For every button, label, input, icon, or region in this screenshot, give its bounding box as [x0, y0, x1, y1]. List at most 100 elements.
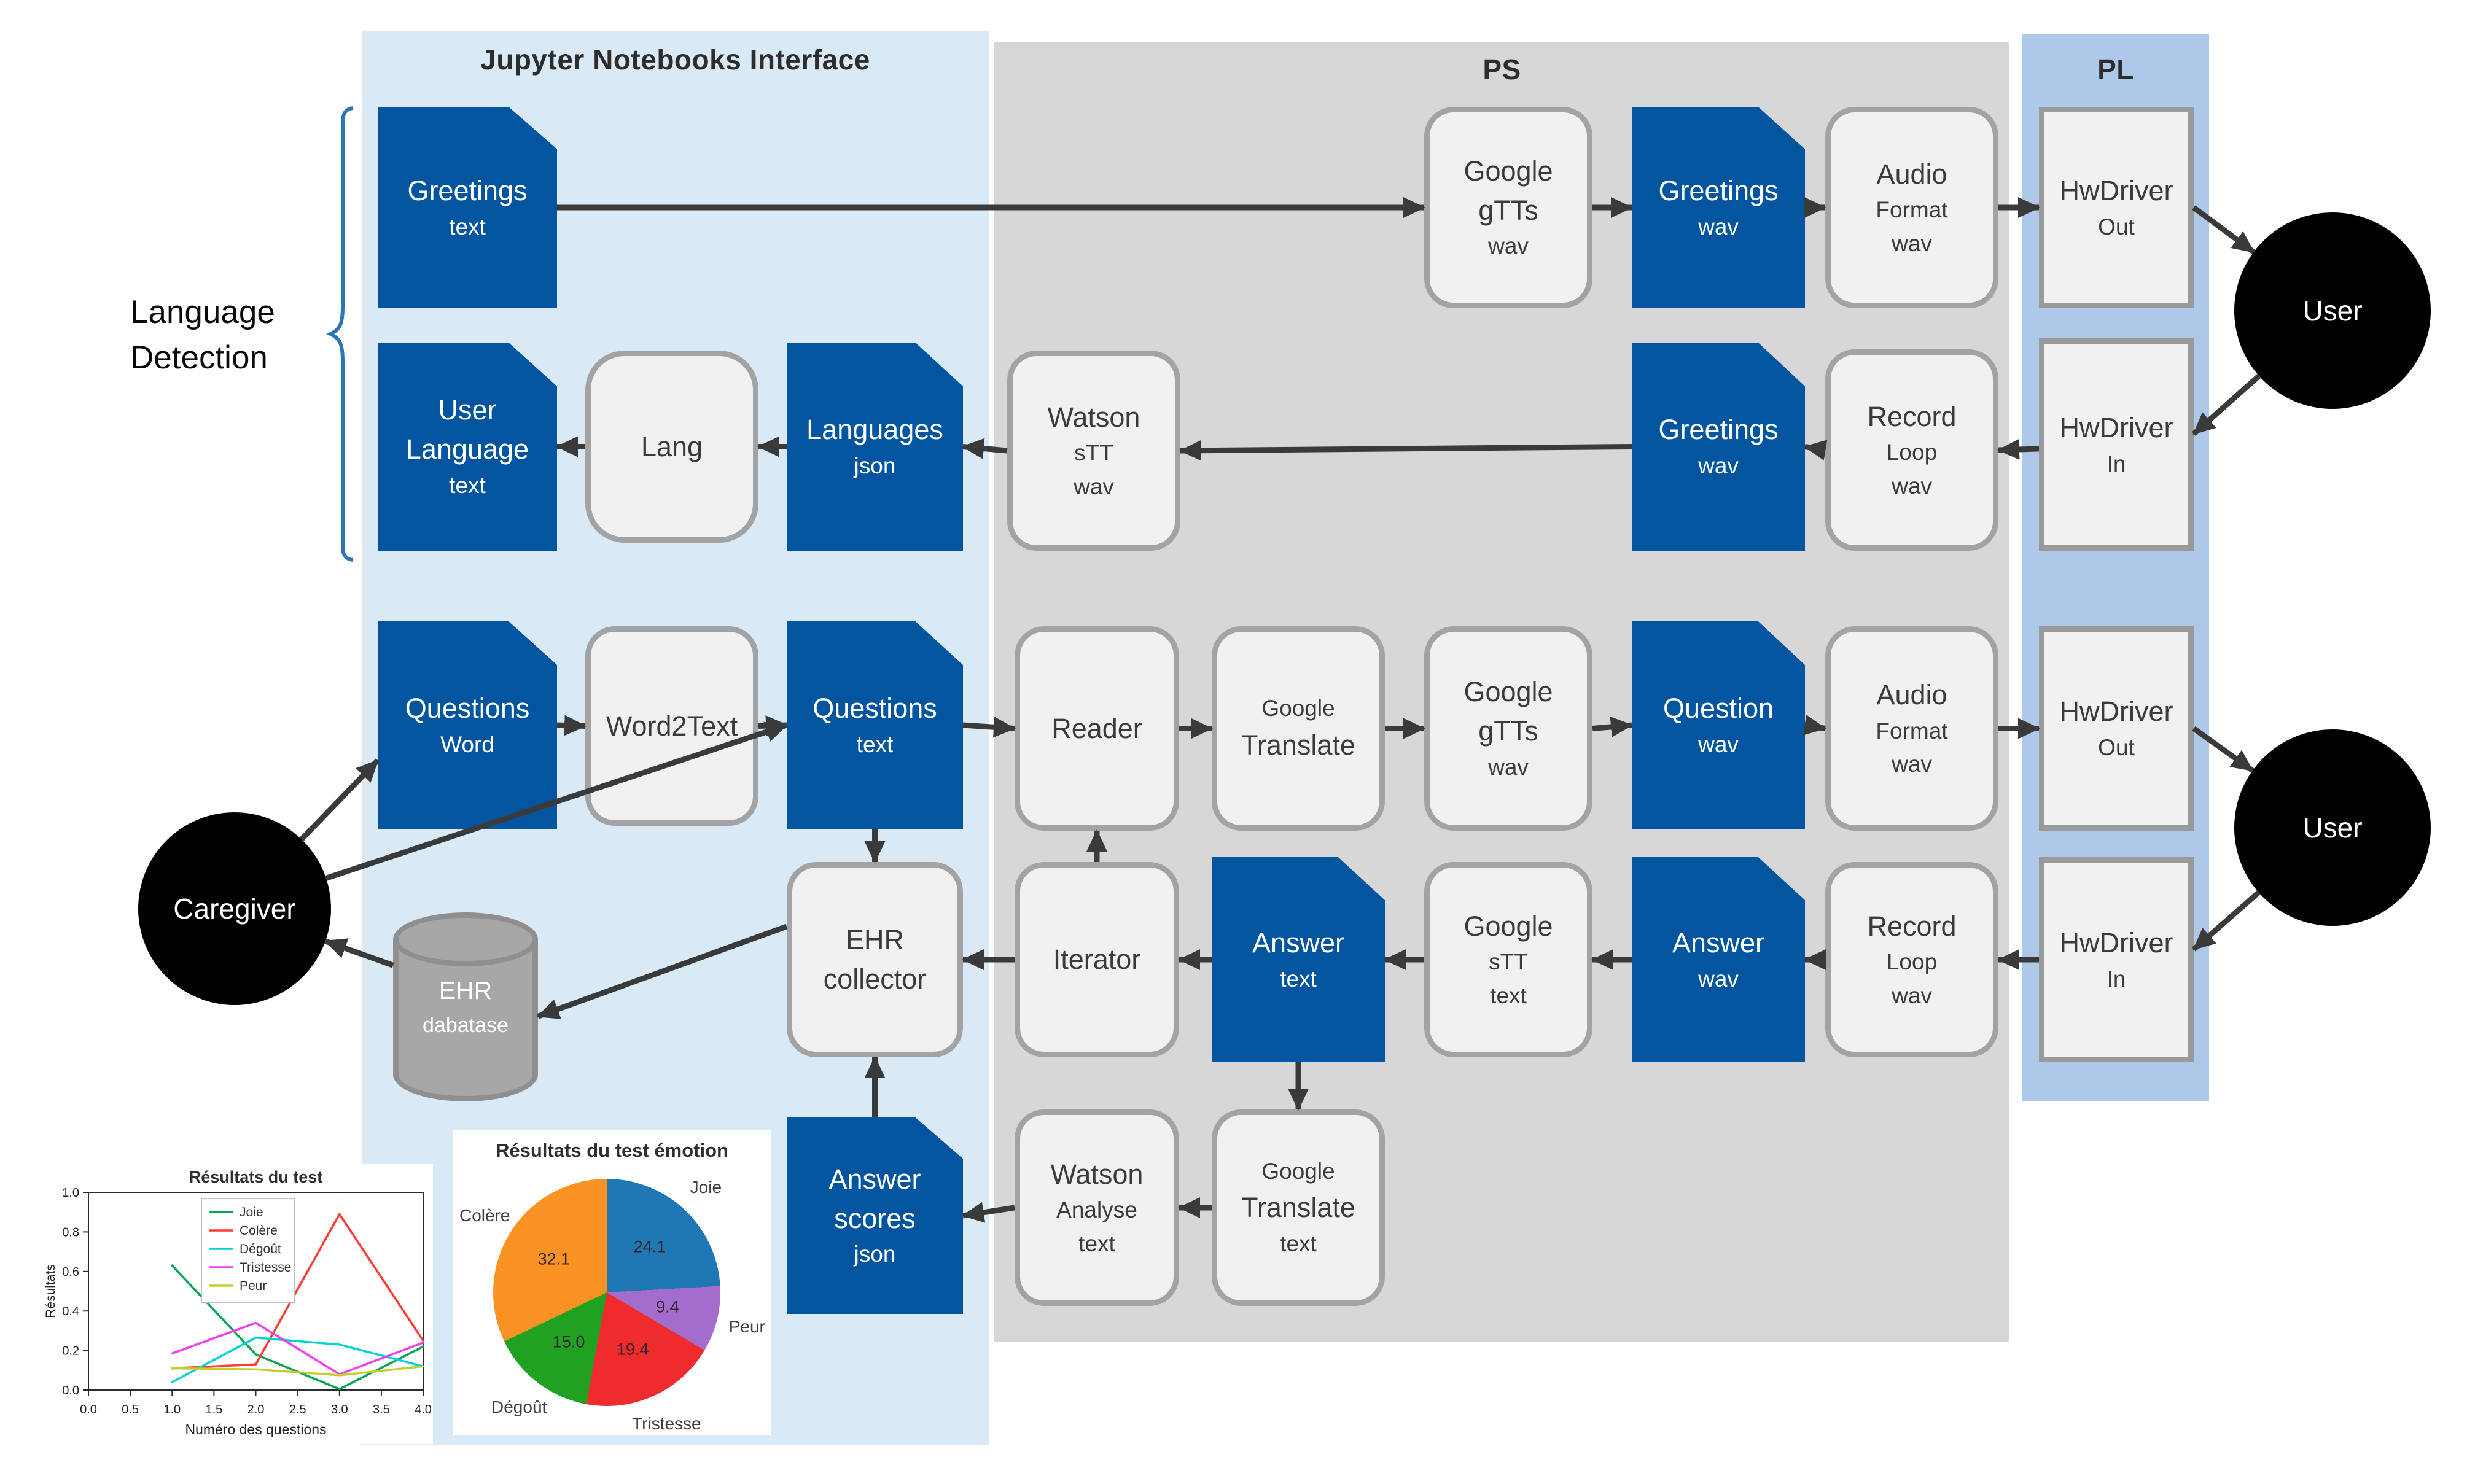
svg-text:Dégoût: Dégoût [240, 1242, 281, 1256]
node-label: Languages [806, 414, 943, 446]
node-label: Format [1876, 197, 1948, 223]
node-label: gTTs [1478, 715, 1538, 747]
node-label: Out [2098, 735, 2135, 761]
node-label: Word [440, 731, 494, 757]
pie-value-Peur: 9.4 [656, 1297, 679, 1316]
node-label: dabatase [423, 1014, 509, 1038]
node-iterator: Iterator [1015, 862, 1179, 1057]
svg-text:1.0: 1.0 [62, 1186, 79, 1200]
panel-jupyter-title: Jupyter Notebooks Interface [480, 44, 870, 76]
panel-ps-title: PS [1483, 53, 1521, 85]
node-hwdriver-out-2: HwDriver Out [2039, 626, 2194, 831]
node-lang: Lang [585, 351, 758, 543]
pie-value-Joie: 24.1 [633, 1237, 666, 1256]
node-label: wav [1892, 230, 1932, 256]
node-user-language-text: User Language text [378, 343, 557, 551]
svg-text:2.5: 2.5 [289, 1403, 306, 1416]
node-label: wav [1488, 233, 1529, 259]
svg-text:3.0: 3.0 [331, 1403, 348, 1416]
node-google-gtts-wav-2: Google gTTs wav [1424, 626, 1592, 831]
node-label: Answer [1672, 927, 1765, 958]
node-label: User [438, 394, 497, 426]
node-label: Answer [828, 1163, 921, 1195]
node-label: Answer [1252, 927, 1345, 958]
actor-caregiver: Caregiver [138, 812, 331, 1005]
svg-text:3.5: 3.5 [373, 1403, 390, 1416]
svg-text:0.8: 0.8 [62, 1226, 79, 1239]
node-label: wav [1892, 473, 1932, 499]
node-label: text [1490, 982, 1527, 1008]
node-label: text [1078, 1230, 1115, 1256]
node-label: text [1280, 966, 1317, 992]
node-record-loop-wav-1: Record Loop wav [1825, 349, 1998, 551]
pie-value-Tristesse: 19.4 [616, 1340, 649, 1359]
node-label: json [854, 453, 896, 479]
node-label: Loop [1886, 949, 1938, 975]
node-label: Questions [405, 692, 530, 724]
node-label: Audio [1876, 679, 1947, 711]
node-label: Google [1261, 696, 1335, 721]
node-label: wav [1698, 731, 1739, 757]
node-label: text [449, 472, 486, 498]
pie-disc [493, 1179, 720, 1406]
svg-text:1.0: 1.0 [163, 1403, 181, 1416]
node-google-translate-1: Google Translate [1212, 626, 1385, 831]
node-label: text [1280, 1230, 1317, 1256]
node-label: Loop [1886, 440, 1938, 465]
node-answer-wav: Answer wav [1632, 857, 1805, 1062]
language-detection-label: Language Detection [130, 294, 275, 376]
node-label: EHR [438, 976, 493, 1004]
node-label: Audio [1876, 158, 1947, 190]
node-label: HwDriver [2059, 174, 2173, 206]
node-label: Watson [1047, 401, 1140, 433]
panel-pl-title: PL [2097, 53, 2134, 85]
node-label: wav [1074, 473, 1114, 499]
node-label: Google [1463, 155, 1553, 187]
pie-label-Dégoût: Dégoût [491, 1397, 547, 1416]
node-label: Google [1261, 1158, 1335, 1184]
node-label: wav [1488, 754, 1529, 780]
language-detection-brace [326, 106, 354, 562]
node-label: Google [1463, 910, 1553, 942]
node-label: In [2106, 966, 2126, 992]
node-label: Watson [1050, 1158, 1144, 1190]
node-label: Out [2098, 214, 2135, 239]
node-label: Format [1876, 718, 1948, 744]
actor-user-top: User [2234, 212, 2431, 409]
node-hwdriver-in-2: HwDriver In [2039, 857, 2194, 1062]
actor-label: Caregiver [173, 892, 296, 925]
node-label: Greetings [1658, 174, 1779, 206]
node-label: gTTs [1478, 194, 1538, 226]
node-label: Greetings [1658, 414, 1779, 446]
node-label: Questions [813, 692, 937, 724]
node-ehr-database: EHR dabatase [393, 912, 538, 1101]
pie-label-Tristesse: Tristesse [632, 1413, 701, 1433]
node-label: sTT [1489, 949, 1528, 975]
node-label: Lang [641, 430, 703, 462]
svg-text:Résultats du test: Résultats du test [189, 1168, 323, 1186]
svg-text:1.5: 1.5 [205, 1403, 222, 1416]
node-label: Record [1867, 400, 1957, 432]
node-label: text [856, 731, 894, 757]
cylinder-top-ellipse [393, 912, 538, 966]
node-label: wav [1698, 214, 1739, 239]
node-label: text [449, 214, 486, 239]
node-label: sTT [1074, 440, 1113, 466]
node-label: Google [1463, 676, 1553, 708]
node-languages-json: Languages json [787, 343, 963, 551]
node-label: Translate [1241, 729, 1355, 761]
node-ehr-collector: EHR collector [787, 862, 963, 1057]
node-label: HwDriver [2059, 696, 2173, 728]
svg-text:0.4: 0.4 [62, 1305, 79, 1318]
cylinder-body [393, 939, 538, 1101]
node-google-gtts-wav-1: Google gTTs wav [1424, 107, 1592, 308]
node-watson-stt-wav: Watson sTT wav [1007, 351, 1180, 551]
node-label: Word2Text [606, 710, 738, 742]
node-word2text: Word2Text [585, 626, 758, 826]
node-answer-text: Answer text [1212, 857, 1385, 1062]
svg-text:0.5: 0.5 [122, 1403, 139, 1416]
svg-text:0.6: 0.6 [62, 1265, 79, 1279]
node-questions-text: Questions text [787, 621, 963, 829]
